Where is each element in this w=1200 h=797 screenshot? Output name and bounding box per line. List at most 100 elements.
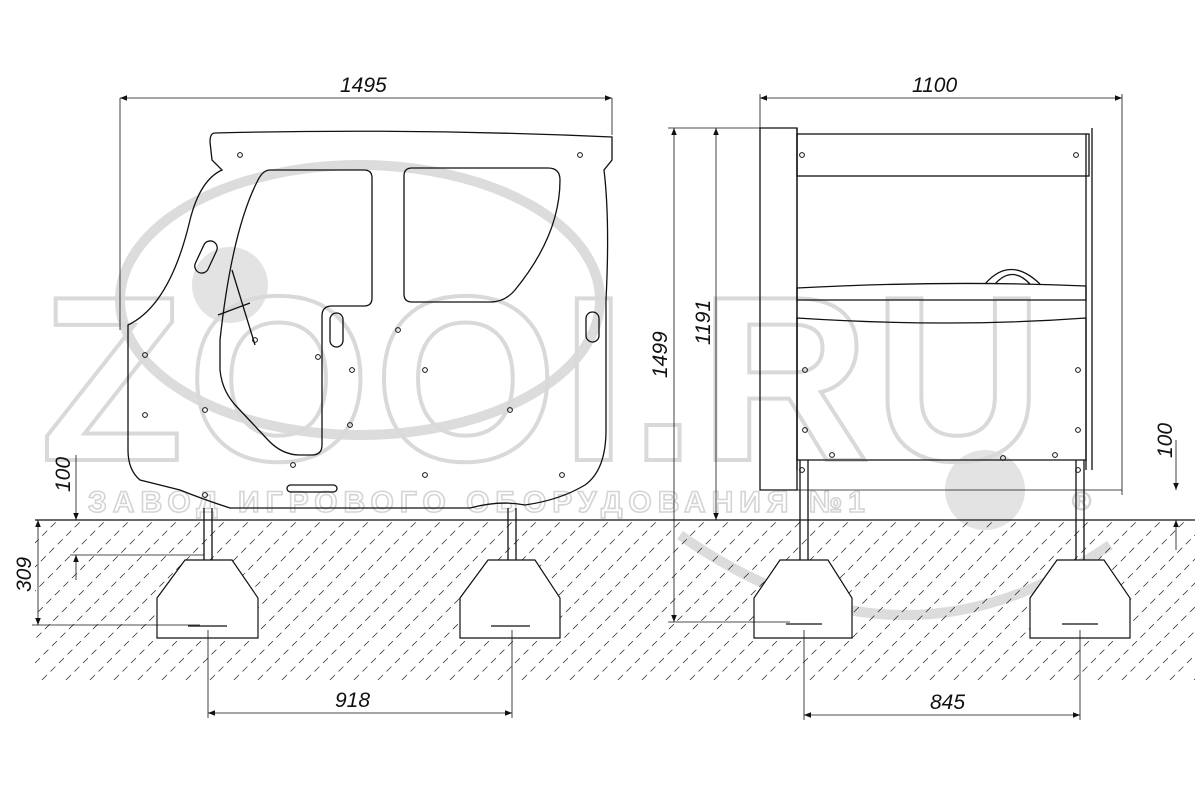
soil-hatch-line [905, 520, 1067, 680]
footing-left [156, 559, 259, 639]
dimension-front-embed-depth: 309 [13, 520, 200, 626]
bolt-hole [142, 352, 148, 358]
soil-hatch-line [377, 520, 539, 680]
watermark-registered-mark: ® [1072, 486, 1091, 516]
dimension-front-width-label: 1495 [340, 74, 387, 97]
dimension-side-clearance: 100 [1090, 423, 1195, 550]
soil-hatch-line [281, 520, 443, 680]
front-view: 1495 918 100 309 [13, 74, 613, 718]
soil-hatch-line [185, 520, 347, 680]
handle-slot-middle [329, 312, 344, 348]
dimension-side-post-spacing-label: 845 [930, 691, 965, 714]
dimension-side-clearance-label: 100 [1154, 423, 1177, 458]
bolt-hole [1075, 367, 1081, 373]
dimension-side-panel-height: 1191 [692, 128, 760, 521]
soil-hatch-line [35, 520, 155, 640]
bolt-hole [1073, 152, 1079, 158]
soil-hatch-line [1097, 582, 1195, 680]
soil-hatch-line [35, 520, 83, 568]
soil-hatch-line [0, 520, 34, 680]
soil-hatch-line [569, 520, 731, 680]
soil-hatch-line [785, 520, 947, 680]
soil-hatch-line [881, 520, 1043, 680]
cabin-panel-outline [127, 130, 613, 509]
bottom-slot [286, 484, 338, 493]
dimension-front-clearance: 100 [52, 455, 204, 580]
soil-hatch-line [809, 520, 971, 680]
bolt-hole [237, 152, 243, 158]
soil-hatch-line [929, 520, 1091, 680]
bolt-hole [1075, 467, 1081, 473]
soil-hatch-line [35, 520, 131, 616]
dimension-front-post-spacing: 918 [207, 630, 513, 718]
bolt-hole [829, 452, 835, 458]
dimension-side-height-label: 1499 [649, 331, 672, 378]
cabin-window-right [403, 167, 561, 303]
bolt-hole [507, 407, 513, 413]
soil-hatch-line [1073, 558, 1195, 680]
soil-hatch-line [665, 520, 827, 680]
dimension-front-post-spacing-label: 918 [335, 689, 370, 712]
bolt-hole [1000, 455, 1006, 461]
soil-hatch-line [35, 520, 179, 664]
soil-hatch-line [0, 520, 10, 680]
soil-hatch-line [41, 520, 203, 680]
dimension-side-panel-height-label: 1191 [692, 300, 715, 345]
side-footing-left [753, 559, 853, 639]
bolt-hole [422, 367, 428, 373]
soil-hatch-line [641, 520, 803, 680]
bolt-hole [802, 427, 808, 433]
soil-hatch-line [233, 520, 395, 680]
soil-hatch-line [65, 520, 227, 680]
soil-hatch-line [857, 520, 1019, 680]
handle-slot-right [585, 311, 600, 343]
watermark-tagline: ЗАВОД ИГРОВОГО ОБОРУДОВАНИЯ №1 [88, 486, 871, 519]
soil-hatch-line [1193, 678, 1195, 680]
steering-column [231, 269, 256, 346]
bolt-hole [290, 462, 296, 468]
bolt-hole [202, 407, 208, 413]
bolt-hole [802, 367, 808, 373]
soil-hatch-line [545, 520, 707, 680]
steering-wheel [217, 302, 251, 316]
bolt-holes [142, 152, 1081, 498]
bolt-hole [202, 492, 208, 498]
bolt-hole [252, 337, 258, 343]
bolt-hole [315, 354, 321, 360]
bolt-hole [349, 367, 355, 373]
watermark-brand: ZOOI.RU [40, 247, 1047, 510]
cabin-window-left [219, 169, 373, 456]
dimension-front-width: 1495 [119, 74, 613, 330]
soil-hatch-line [833, 520, 995, 680]
soil-hatch-line [35, 520, 107, 592]
soil-hatch-line [1169, 654, 1195, 680]
side-top-board [796, 133, 1090, 177]
side-seat-knob [984, 269, 1041, 285]
bolt-hole [395, 327, 401, 333]
bolt-hole [142, 412, 148, 418]
soil-hatch-line [329, 520, 491, 680]
bolt-hole [577, 152, 583, 158]
handle-slot-left [194, 240, 218, 274]
side-view: 1100 1499 1191 100 845 [649, 74, 1195, 720]
side-footing-right [1029, 559, 1131, 639]
bolt-hole [1052, 452, 1058, 458]
footing-right [459, 559, 561, 639]
soil-hatch-line [209, 520, 371, 680]
soil-hatch-line [1121, 606, 1195, 680]
soil-hatch-line [353, 520, 515, 680]
soil-hatch-line [497, 520, 659, 680]
dimension-side-height: 1499 [649, 127, 797, 623]
side-lower-board [796, 317, 1087, 461]
bolt-hole [347, 422, 353, 428]
dimension-side-width-label: 1100 [912, 74, 957, 97]
soil-hatch-line [1145, 630, 1195, 680]
bolt-hole [799, 467, 805, 473]
dimension-front-embed-depth-label: 309 [13, 557, 36, 592]
watermark: ZOOI.RU ЗАВОД ИГРОВОГО ОБОРУДОВАНИЯ №1 ® [38, 160, 1113, 621]
soil-hatch-line [35, 520, 59, 544]
side-seat [796, 282, 1087, 301]
bolt-hole [422, 472, 428, 478]
bolt-hole [1075, 427, 1081, 433]
